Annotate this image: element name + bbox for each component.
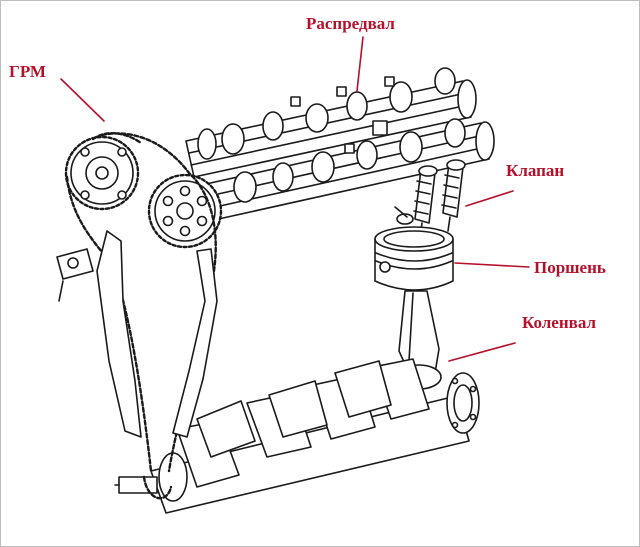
label-timing: ГРМ [9,62,46,81]
label-camshaft: Распредвал [306,14,395,33]
label-valve: Клапан [506,161,565,180]
chain-guides [56,230,218,438]
camshaft-lower [205,118,495,221]
valve-assembly [394,159,466,238]
label-piston: Поршень [534,258,606,277]
leader-lines [60,36,530,362]
leader-crankshaft [448,342,516,362]
label-crankshaft: Коленвал [522,313,597,332]
leader-piston [454,262,530,268]
leader-valve [465,190,514,207]
camshaft-upper [185,67,477,178]
leader-camshaft [356,36,364,92]
leader-timing [60,78,105,122]
piston [374,226,454,291]
cam-sprocket-upper [64,135,140,211]
crankshaft [114,358,480,514]
